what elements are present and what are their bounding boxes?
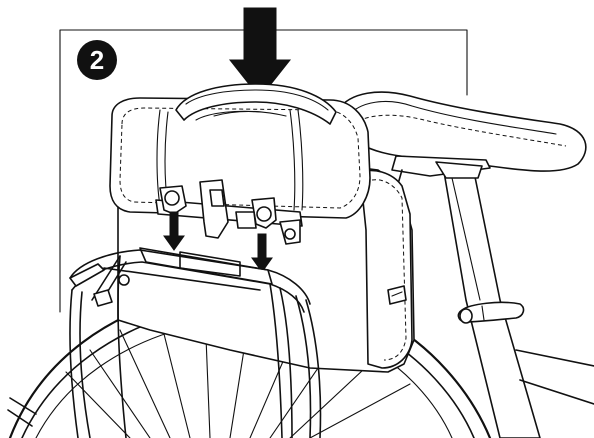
mounting-rail: [155, 179, 303, 245]
down-arrow-large: [228, 7, 292, 99]
hook-arrows: [163, 211, 273, 273]
rear-rack: [7, 247, 322, 438]
seat-clamp: [457, 301, 525, 324]
step-number: 2: [90, 45, 104, 75]
step-badge: 2: [77, 40, 117, 80]
saddle: [337, 91, 587, 185]
